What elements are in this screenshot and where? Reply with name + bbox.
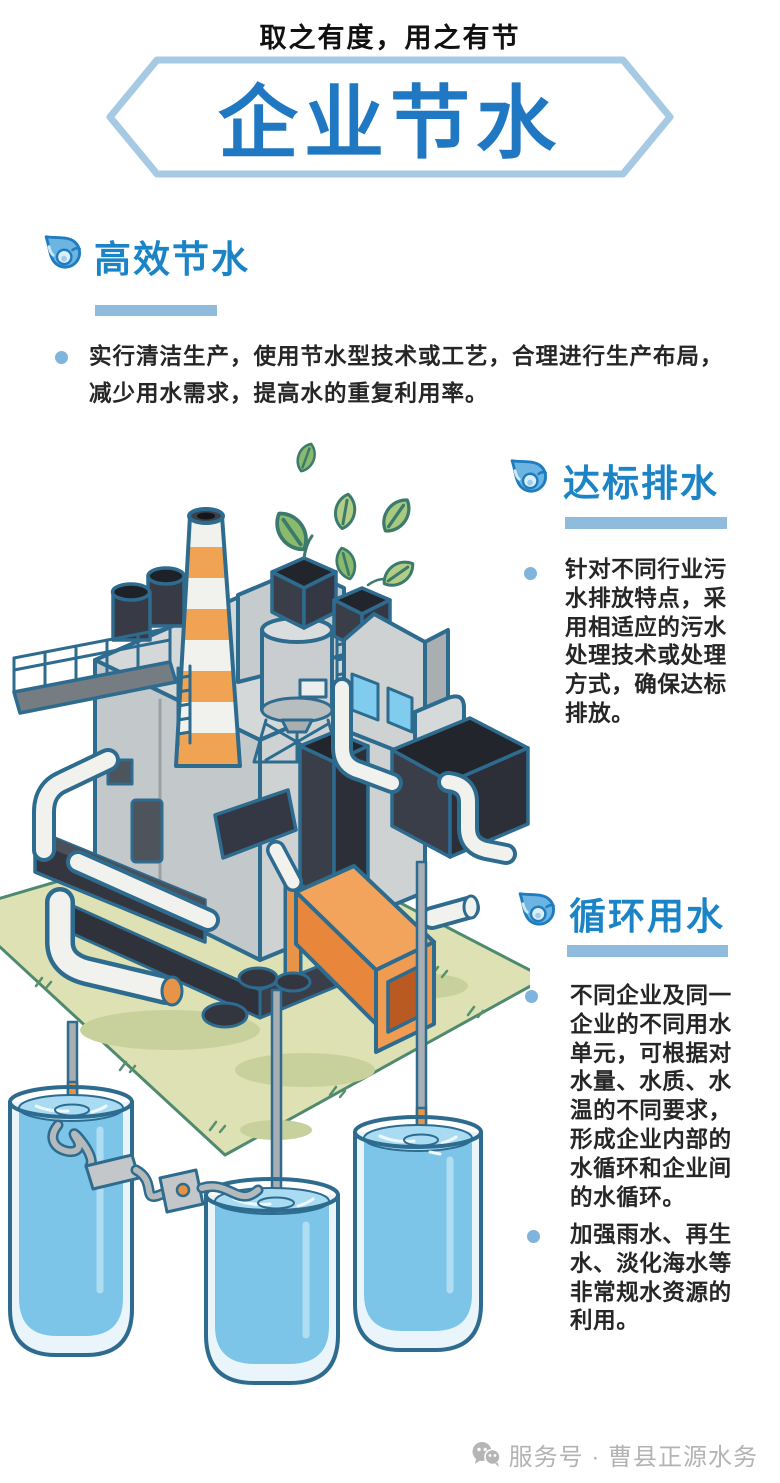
pipes bbox=[32, 677, 517, 1029]
bullet-text: 实行清洁生产，使用节水型技术或工艺，合理进行生产布局， 减少用水需求，提高水的重… bbox=[89, 344, 724, 406]
door bbox=[130, 798, 164, 864]
top-slogan: 取之有度，用之有节 bbox=[259, 23, 521, 53]
title-banner: 企业节水 bbox=[105, 54, 675, 180]
balcony-railing bbox=[12, 626, 192, 747]
bullet-dot bbox=[525, 990, 538, 1003]
window bbox=[350, 672, 380, 722]
eco-factory-illustration bbox=[0, 442, 530, 1385]
striped-chimney bbox=[174, 507, 242, 768]
bullet-text: 加强雨水、再生 水、淡化海水等 非常规水资源的 利用。 bbox=[570, 1222, 732, 1334]
footer-account-label: 服务号 · 曹县正源水务 bbox=[508, 1444, 758, 1471]
bullet-text: 不同企业及同一 企业的不同用水 单元，可根据对 水量、水质、水 温的不同要求， … bbox=[570, 983, 732, 1210]
cable-connectors bbox=[47, 1119, 264, 1214]
section-underline bbox=[95, 305, 217, 316]
bullet-text: 针对不同行业污 水排放特点，采 用相适应的污水 处理技术或处理 方式，确保达标 … bbox=[565, 557, 727, 726]
window bbox=[386, 686, 414, 734]
wechat-official-account-icon bbox=[472, 1442, 501, 1467]
bullet-dot bbox=[527, 1230, 540, 1243]
section-title-water-recycling: 循环用水 bbox=[569, 896, 725, 937]
page-title: 企业节水 bbox=[218, 79, 562, 168]
bullet-dot bbox=[524, 567, 537, 580]
leaves bbox=[275, 442, 415, 587]
section-underline bbox=[565, 517, 727, 529]
footer: 服务号 · 曹县正源水务 bbox=[471, 1437, 758, 1472]
bullet-dot bbox=[55, 351, 68, 364]
hexagon-frame bbox=[106, 56, 674, 178]
water-drop-icon bbox=[40, 226, 86, 272]
section-title-efficient-water-saving: 高效节水 bbox=[94, 239, 250, 280]
orange-chute bbox=[294, 864, 436, 1054]
section-title-standard-discharge: 达标排水 bbox=[563, 463, 719, 504]
section-underline bbox=[567, 945, 728, 957]
